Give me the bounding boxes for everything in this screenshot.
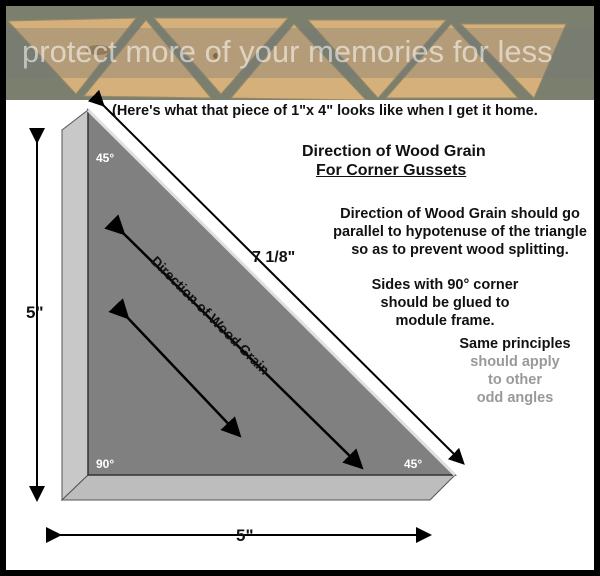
glue-note: Sides with 90° corner should be glued to… [360,276,530,330]
text-line: should be glued to [380,295,510,311]
photo-caption: (Here's what that piece of 1"x 4" looks … [112,103,538,119]
height-label: 5" [26,303,44,322]
knot [213,53,219,59]
other-angles-note: Same principles should apply to other od… [450,335,580,407]
text-line: so as to prevent wood splitting. [351,242,569,258]
bottom-face [60,474,457,501]
text-line: Sides with 90° corner [371,277,519,293]
grain-arrow [108,298,242,438]
knot [86,45,110,55]
text-line: to other [488,372,542,388]
title-line-2: For Corner Gussets [316,162,467,179]
text-line: odd angles [476,390,554,406]
side-face [61,108,89,502]
angle-bottom-left: 90° [96,457,114,471]
base-label: 5" [236,526,254,545]
wood-triangle [152,17,290,95]
watermark-band [6,28,594,78]
text-line: Same principles [459,336,571,352]
text-line: module frame. [395,313,495,329]
text-line: should apply [470,354,560,370]
angle-top: 45° [96,151,114,165]
wood-triangle [6,17,138,95]
wood-photo [6,6,594,100]
wood-triangle [306,19,448,99]
grain-explanation: Direction of Wood Grain should go parall… [320,205,600,259]
text-line: parallel to hypotenuse of the triangle [333,224,587,240]
title-line-1: Direction of Wood Grain [302,143,486,160]
hypotenuse-label: 7 1/8" [252,249,295,266]
watermark-text: protect more of your memories for less [22,34,553,69]
angle-bottom-right: 45° [404,457,422,471]
wood-triangle [459,23,567,99]
text-line: Direction of Wood Grain should go [340,206,580,222]
